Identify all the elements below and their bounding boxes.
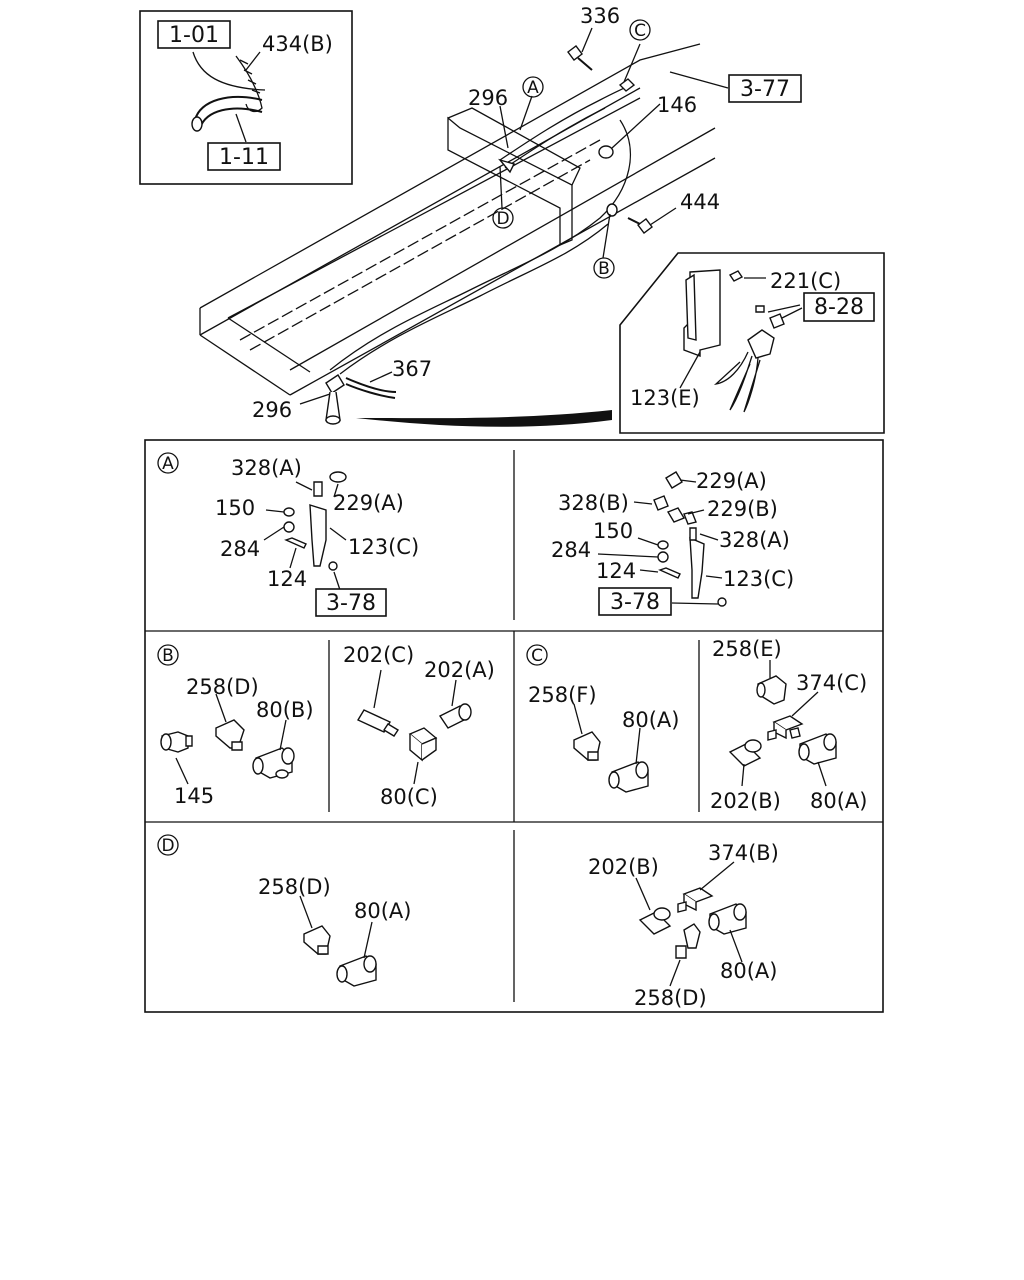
panel-b-tag-label: B <box>162 646 174 666</box>
d-left-label-80a: 80(A) <box>354 899 411 923</box>
c-left-label-258f: 258(F) <box>528 683 597 707</box>
d-right-label-80a: 80(A) <box>720 959 777 983</box>
part-label-146: 146 <box>657 93 697 117</box>
part-label-367: 367 <box>392 357 432 381</box>
b-right-label-80c: 80(C) <box>380 785 438 809</box>
d-left-label-258d: 258(D) <box>258 875 331 899</box>
a-right-label-284: 284 <box>551 538 591 562</box>
b-left-label-145: 145 <box>174 784 214 808</box>
callout-b-label: B <box>598 259 610 279</box>
ref-box-3-77 <box>728 74 802 103</box>
callout-d <box>492 207 514 229</box>
a-right-label-328b: 328(B) <box>558 491 629 515</box>
callout-a <box>522 76 544 98</box>
callout-b <box>593 257 615 279</box>
d-right-label-202b: 202(B) <box>588 855 659 879</box>
callout-c-label: C <box>634 21 646 41</box>
panel-a-tag-label: A <box>162 454 174 474</box>
detail-grid <box>144 439 884 1013</box>
a-left-ref-box <box>315 588 387 617</box>
c-right-label-258e: 258(E) <box>712 637 782 661</box>
c-right-label-80a: 80(A) <box>810 789 867 813</box>
ref-label-1-11: 1-11 <box>219 145 269 170</box>
inset-right: 221(C) 8-28 123(E) <box>619 252 885 434</box>
a-right-ref-label: 3-78 <box>610 590 660 615</box>
a-left-label-124: 124 <box>267 567 307 591</box>
d-right-label-258d: 258(D) <box>634 986 707 1010</box>
a-right-label-229b: 229(B) <box>707 497 778 521</box>
a-left-label-123c: 123(C) <box>348 535 419 559</box>
panel-d-tag <box>157 834 179 856</box>
a-right-label-150: 150 <box>593 519 633 543</box>
a-left-label-328a: 328(A) <box>231 456 302 480</box>
part-label-434b: 434(B) <box>262 32 333 56</box>
ref-label-1-01: 1-01 <box>169 23 219 48</box>
c-right-label-374c: 374(C) <box>796 671 867 695</box>
a-left-label-150: 150 <box>215 496 255 520</box>
panel-c: C 258(F) 80(A) 258(E) 374(C) 202(B) <box>526 637 867 813</box>
a-right-label-328a: 328(A) <box>719 528 790 552</box>
panel-d: D 258(D) 80(A) 374(B) 202(B) 80(A) 258(D… <box>157 834 779 1010</box>
a-left-label-284: 284 <box>220 537 260 561</box>
b-right-label-202c: 202(C) <box>343 643 414 667</box>
callout-c <box>629 19 651 41</box>
a-left-ref-label: 3-78 <box>326 591 376 616</box>
panel-d-tag-label: D <box>161 836 174 856</box>
panel-a-tag <box>157 452 179 474</box>
panel-a-right: 229(A) 328(B) 229(B) 150 328(A) 284 124 … <box>551 469 794 616</box>
panel-c-tag <box>526 644 548 666</box>
ref-label-8-28: 8-28 <box>814 295 864 320</box>
part-label-221c: 221(C) <box>770 269 841 293</box>
c-left-label-80a: 80(A) <box>622 708 679 732</box>
a-right-label-229a: 229(A) <box>696 469 767 493</box>
ref-box-8-28 <box>803 292 875 322</box>
part-label-296-bottom: 296 <box>252 398 292 422</box>
b-left-label-258d: 258(D) <box>186 675 259 699</box>
a-left-label-229a: 229(A) <box>333 491 404 515</box>
a-right-ref-box <box>598 587 672 616</box>
ref-box-1-01 <box>157 20 231 49</box>
d-right-label-374b: 374(B) <box>708 841 779 865</box>
b-left-label-80b: 80(B) <box>256 698 314 722</box>
panel-b: B 258(D) 80(B) 145 202(C) 202(A) 80( <box>157 643 495 809</box>
inset-top-left: 1-01 434(B) 1-11 <box>139 10 353 185</box>
part-label-123e: 123(E) <box>630 386 700 410</box>
part-label-336: 336 <box>580 4 620 28</box>
b-right-label-202a: 202(A) <box>424 658 495 682</box>
panel-b-tag <box>157 644 179 666</box>
c-right-label-202b: 202(B) <box>710 789 781 813</box>
a-right-label-124: 124 <box>596 559 636 583</box>
panel-c-tag-label: C <box>531 646 543 666</box>
ref-box-1-11 <box>207 142 281 171</box>
ref-label-3-77: 3-77 <box>740 77 790 102</box>
panel-a-left: A 328(A) 229(A) 150 284 123(C) 124 3-78 <box>157 452 419 617</box>
chassis-view: C A D B 336 3-77 296 146 444 367 296 <box>199 4 802 427</box>
part-label-296-top: 296 <box>468 86 508 110</box>
callout-d-label: D <box>496 209 509 229</box>
part-label-444: 444 <box>680 190 720 214</box>
callout-a-label: A <box>527 78 539 98</box>
a-right-label-123c: 123(C) <box>723 567 794 591</box>
